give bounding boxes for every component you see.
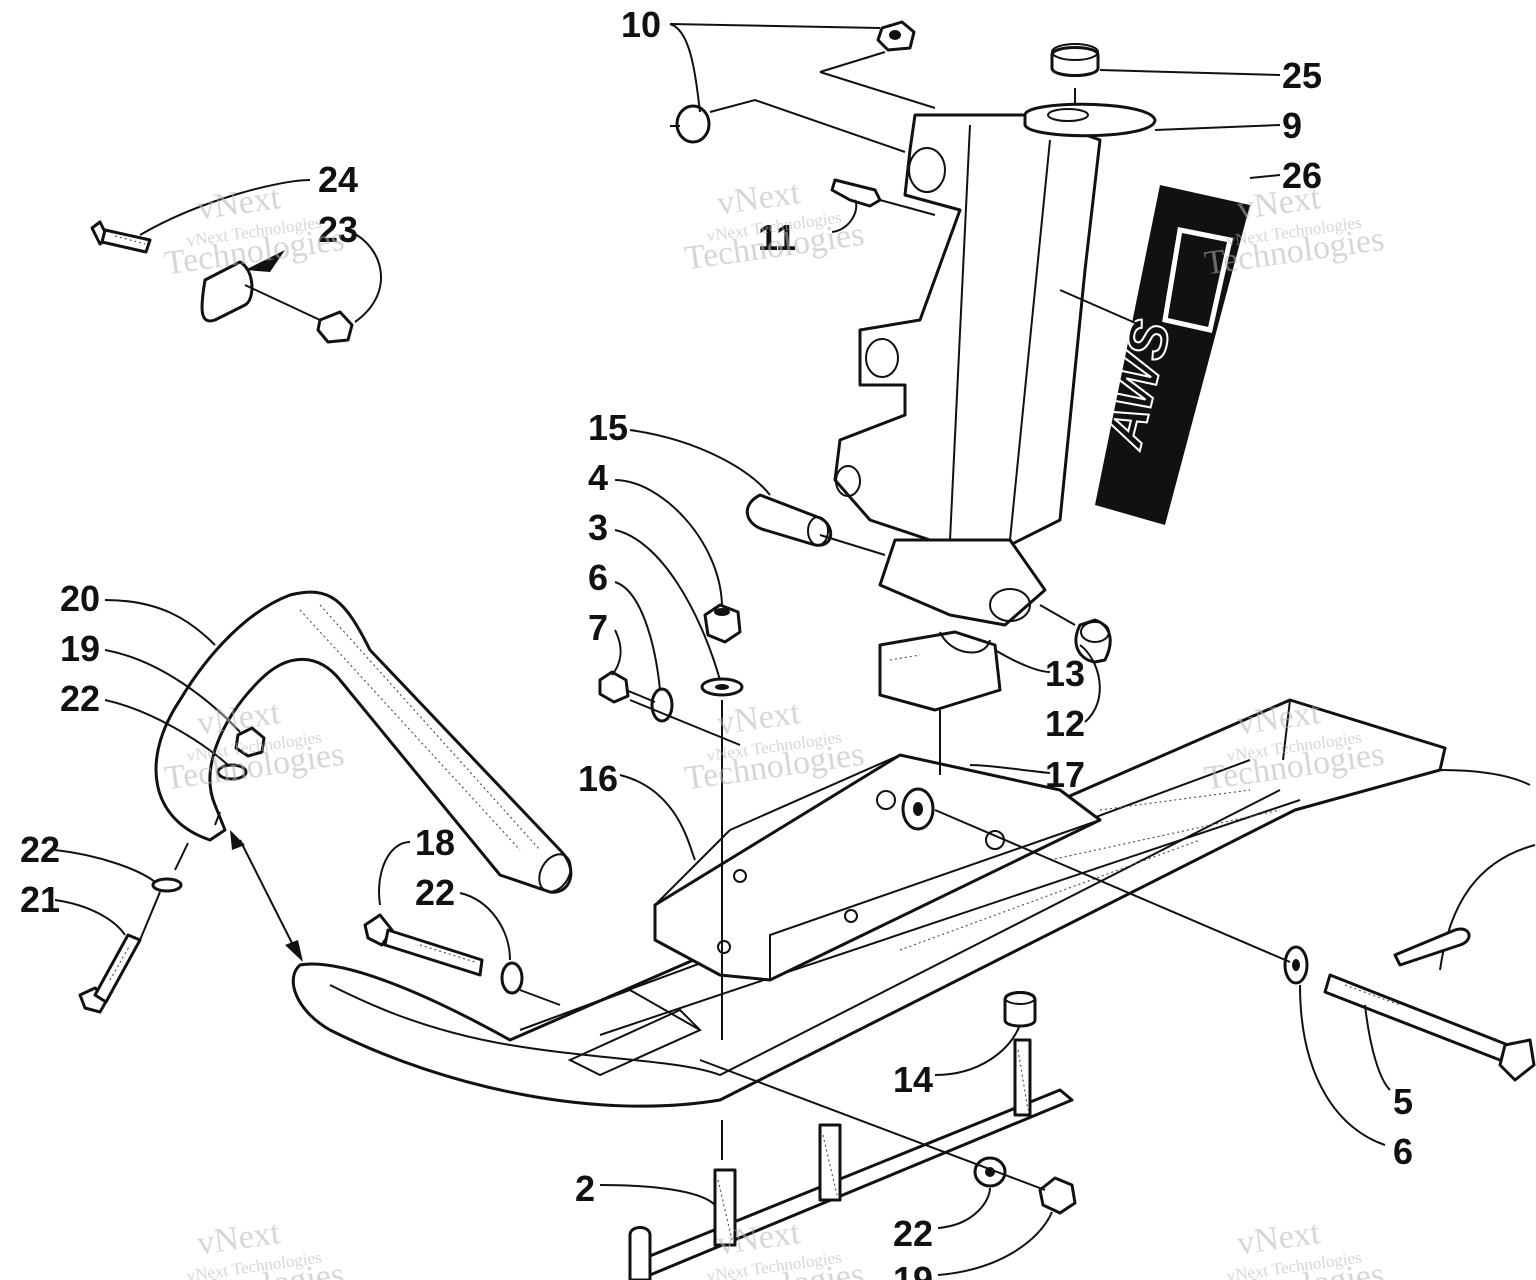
washer-17 [901, 787, 935, 831]
washer-6a [650, 687, 674, 723]
nut-4 [703, 603, 742, 644]
watermark-7: vNext Technologies vNext Technologies [162, 1214, 346, 1280]
callout-23: 23 [318, 209, 358, 250]
callout-12: 12 [1045, 703, 1085, 744]
nut-19a [234, 726, 266, 758]
cap [1050, 43, 1100, 77]
washer-22d [973, 1156, 1007, 1188]
callout-19a: 19 [60, 628, 100, 669]
callout-9: 9 [1282, 105, 1302, 146]
callout-22d: 22 [893, 1213, 933, 1254]
callout-18: 18 [415, 822, 455, 863]
bolt-5 [1323, 973, 1536, 1082]
nut-14 [1003, 991, 1037, 1028]
block-13 [878, 630, 1002, 712]
callout-4: 4 [588, 457, 608, 498]
wear-bar [628, 1038, 1074, 1280]
nut-10-top [876, 20, 916, 52]
callout-6a: 6 [588, 557, 608, 598]
callout-6b: 6 [1393, 1131, 1413, 1172]
arrow-icon [245, 250, 285, 272]
leader-lines [54, 23, 1391, 1276]
callout-22c: 22 [20, 829, 60, 870]
callout-14: 14 [893, 1059, 933, 1100]
callout-21: 21 [20, 879, 60, 920]
callout-7: 7 [588, 607, 608, 648]
bolt-18 [363, 913, 484, 977]
callouts: 10 25 9 26 24 23 11 15 4 3 6 7 20 19 22 … [20, 4, 1413, 1280]
callout-3: 3 [588, 507, 608, 548]
callout-22a: 22 [60, 678, 100, 719]
callout-16: 16 [578, 758, 618, 799]
sleeve-12 [1074, 618, 1112, 664]
spindle [833, 102, 1157, 627]
callout-17: 17 [1045, 754, 1085, 795]
grease-fitting [830, 178, 882, 208]
washer-22c [151, 877, 183, 893]
callout-19b: 19 [893, 1259, 933, 1280]
nut-10-side [670, 104, 711, 144]
callout-26: 26 [1282, 155, 1322, 196]
cotter-pin [1393, 927, 1471, 967]
watermark-9: vNext Technologies vNext Technologies [1202, 1214, 1386, 1280]
bolt-21 [78, 933, 142, 1014]
callout-13: 13 [1045, 653, 1085, 694]
washer-22a [216, 763, 248, 781]
ski-handle [154, 590, 573, 894]
bolt-24 [90, 220, 152, 254]
callout-11: 11 [758, 217, 796, 258]
callout-2: 2 [575, 1168, 595, 1209]
callout-20: 20 [60, 578, 100, 619]
nut-7 [598, 670, 630, 704]
watermark-5: vNext Technologies vNext Technologies [682, 694, 866, 797]
bushing-15 [746, 493, 833, 547]
nut-19b [1038, 1176, 1077, 1215]
washer-22b [500, 961, 524, 995]
callout-10: 10 [621, 4, 661, 45]
washer-6b [1283, 945, 1309, 985]
callout-15: 15 [588, 407, 628, 448]
spindle-decal: AWS [1089, 185, 1250, 525]
callout-5: 5 [1393, 1081, 1413, 1122]
bracket [200, 250, 285, 323]
callout-25: 25 [1282, 55, 1322, 96]
callout-24: 24 [318, 159, 358, 200]
nut-23 [316, 310, 354, 344]
ski-saddle [653, 753, 1102, 982]
callout-22b: 22 [415, 872, 455, 913]
washer-3 [700, 677, 744, 697]
